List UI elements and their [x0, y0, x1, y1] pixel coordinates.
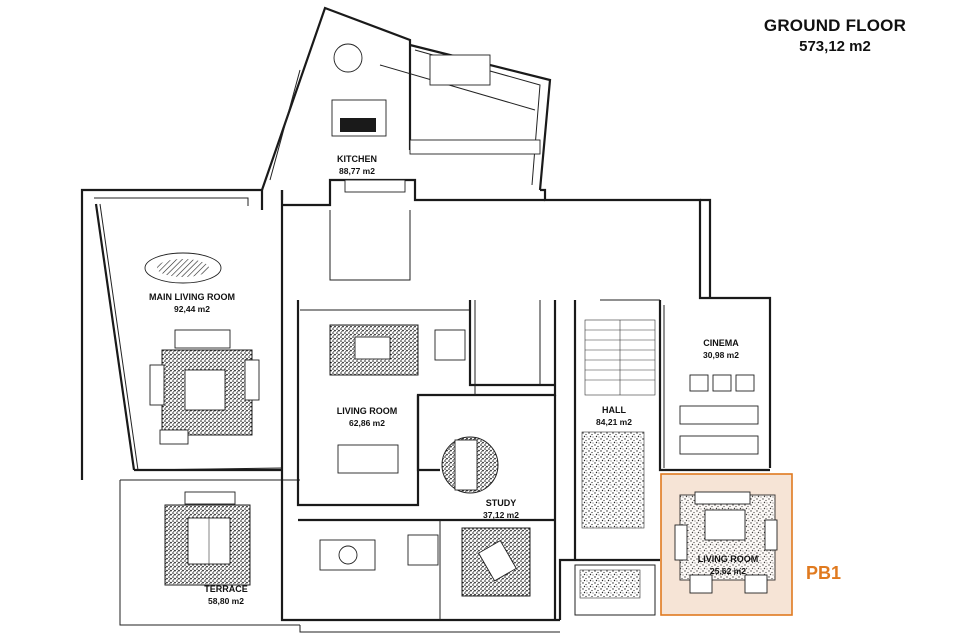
room-area: 58,80 m2 — [208, 596, 244, 606]
interior-walls — [282, 178, 770, 620]
room-name: KITCHEN — [337, 154, 377, 164]
room-name: STUDY — [486, 498, 517, 508]
room-name: CINEMA — [703, 338, 739, 348]
room-name: MAIN LIVING ROOM — [149, 292, 235, 302]
room-name: LIVING ROOM — [698, 554, 759, 564]
room-area: 62,86 m2 — [349, 418, 385, 428]
room-name: LIVING ROOM — [337, 406, 398, 416]
room-area: 84,21 m2 — [596, 417, 632, 427]
room-area: 25,62 m2 — [710, 566, 746, 576]
study-furniture — [461, 527, 531, 597]
living-room-furniture — [329, 324, 499, 494]
room-area: 92,44 m2 — [174, 304, 210, 314]
floor-title: GROUND FLOOR — [763, 16, 907, 35]
pb1-furniture — [674, 491, 778, 594]
main-living-room-furniture — [144, 252, 260, 445]
terrace-furniture — [164, 491, 439, 586]
cinema-furniture — [679, 374, 759, 455]
kitchen-furniture — [331, 43, 541, 193]
floor-total-area: 573,12 m2 — [799, 38, 871, 55]
room-area: 88,77 m2 — [339, 166, 375, 176]
room-area: 37,12 m2 — [483, 510, 519, 520]
room-area: 30,98 m2 — [703, 350, 739, 360]
unit-tag-pb1: PB1 — [806, 563, 842, 583]
room-labels: KITCHEN 88,77 m2 MAIN LIVING ROOM 92,44 … — [149, 154, 758, 606]
room-name: TERRACE — [204, 584, 248, 594]
room-name: HALL — [602, 405, 626, 415]
